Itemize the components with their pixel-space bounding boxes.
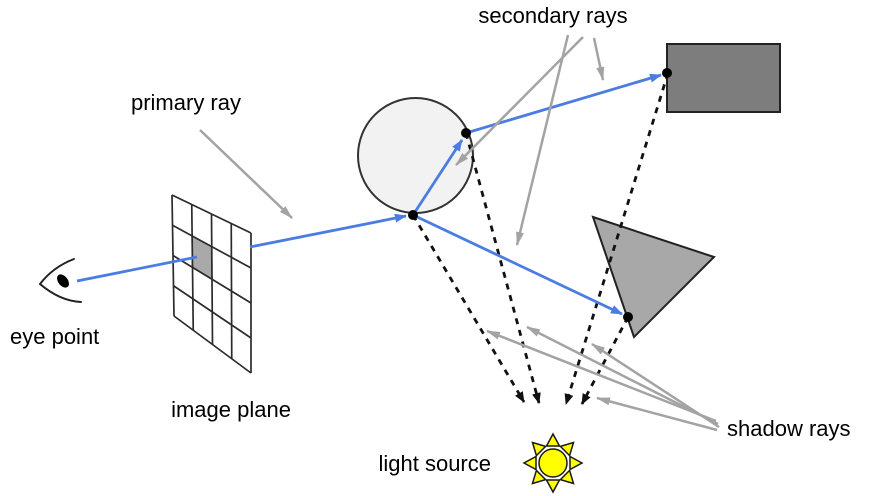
shadow-ray-lines bbox=[411, 72, 670, 405]
label-eye-point: eye point bbox=[10, 324, 99, 349]
label-image-plane: image plane bbox=[171, 397, 291, 422]
shadow-ray-from-sphere-entry bbox=[411, 214, 526, 403]
annotation-arrows bbox=[199, 34, 720, 432]
intersection-points bbox=[408, 68, 672, 322]
label-secondary-rays: secondary rays bbox=[478, 3, 627, 28]
label-primary-ray: primary ray bbox=[131, 90, 241, 115]
shadow-rays-pointer-arrow-2 bbox=[526, 325, 719, 426]
label-light-source: light source bbox=[378, 451, 491, 476]
shadow-rays-pointer-arrow-4 bbox=[596, 396, 718, 432]
secondary-rays-pointer-arrow-2 bbox=[515, 34, 570, 246]
secondary-ray-through-sphere bbox=[411, 139, 464, 216]
shadow-rays-pointer-arrow-1 bbox=[486, 329, 717, 423]
rectangle-object bbox=[666, 43, 781, 113]
shadow-ray-from-rectangle bbox=[564, 72, 670, 405]
shadow-ray-from-sphere-exit bbox=[464, 132, 541, 404]
secondary-ray-to-triangle bbox=[412, 213, 623, 316]
shadow-rays-pointer-arrow-3 bbox=[591, 342, 720, 429]
label-shadow-rays: shadow rays bbox=[727, 416, 851, 441]
shadow-ray-from-triangle bbox=[580, 316, 630, 405]
triangle-object bbox=[591, 215, 716, 339]
secondary-rays-pointer-arrow-3 bbox=[592, 37, 605, 81]
sphere-object bbox=[357, 97, 474, 214]
image-plane-grid bbox=[171, 194, 252, 374]
primary-ray-line bbox=[76, 213, 407, 283]
sun-icon bbox=[522, 432, 584, 494]
eye-icon bbox=[39, 258, 82, 303]
primary-ray-pointer-arrow bbox=[199, 129, 293, 219]
